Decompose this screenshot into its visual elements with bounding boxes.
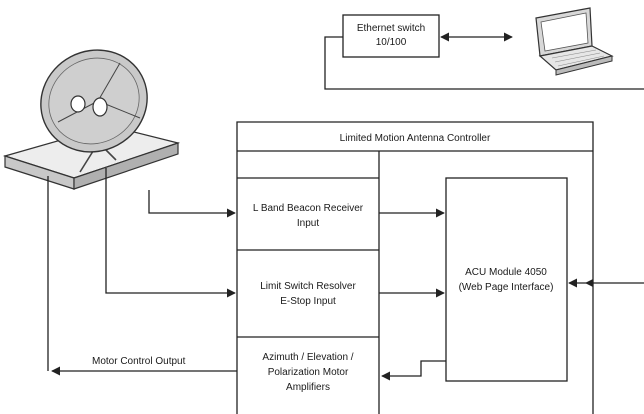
acu-module-box [445,177,568,382]
ethernet-switch-speed: 10/100 [376,37,407,48]
amps-label-2: Polarization Motor [268,367,349,378]
beacon-input-label: Input [297,218,319,229]
limit-switch-label: Limit Switch Resolver [260,281,356,292]
controller-title: Limited Motion Antenna Controller [340,133,491,144]
beacon-label: L Band Beacon Receiver [253,203,364,214]
motor-output-label: Motor Control Output [92,356,186,367]
amps-label-1: Azimuth / Elevation / [262,352,353,363]
satellite-dish-icon [2,49,181,190]
network-line [324,36,644,90]
acu-network-arrowhead [585,279,593,287]
estop-label: E-Stop Input [280,296,336,307]
controller-outline [236,121,594,414]
ethernet-switch-box [342,14,440,58]
acu-module-label: ACU Module 4050 [465,267,547,278]
ethernet-switch-label: Ethernet switch [357,23,425,34]
dish-to-beacon-arrow [148,190,236,218]
acu-to-amps-arrow [381,360,446,381]
dish-to-limit-arrow [105,168,236,298]
acu-interface-label: (Web Page Interface) [459,282,554,293]
laptop-icon [535,7,614,76]
amps-label-3: Amplifiers [286,382,330,393]
